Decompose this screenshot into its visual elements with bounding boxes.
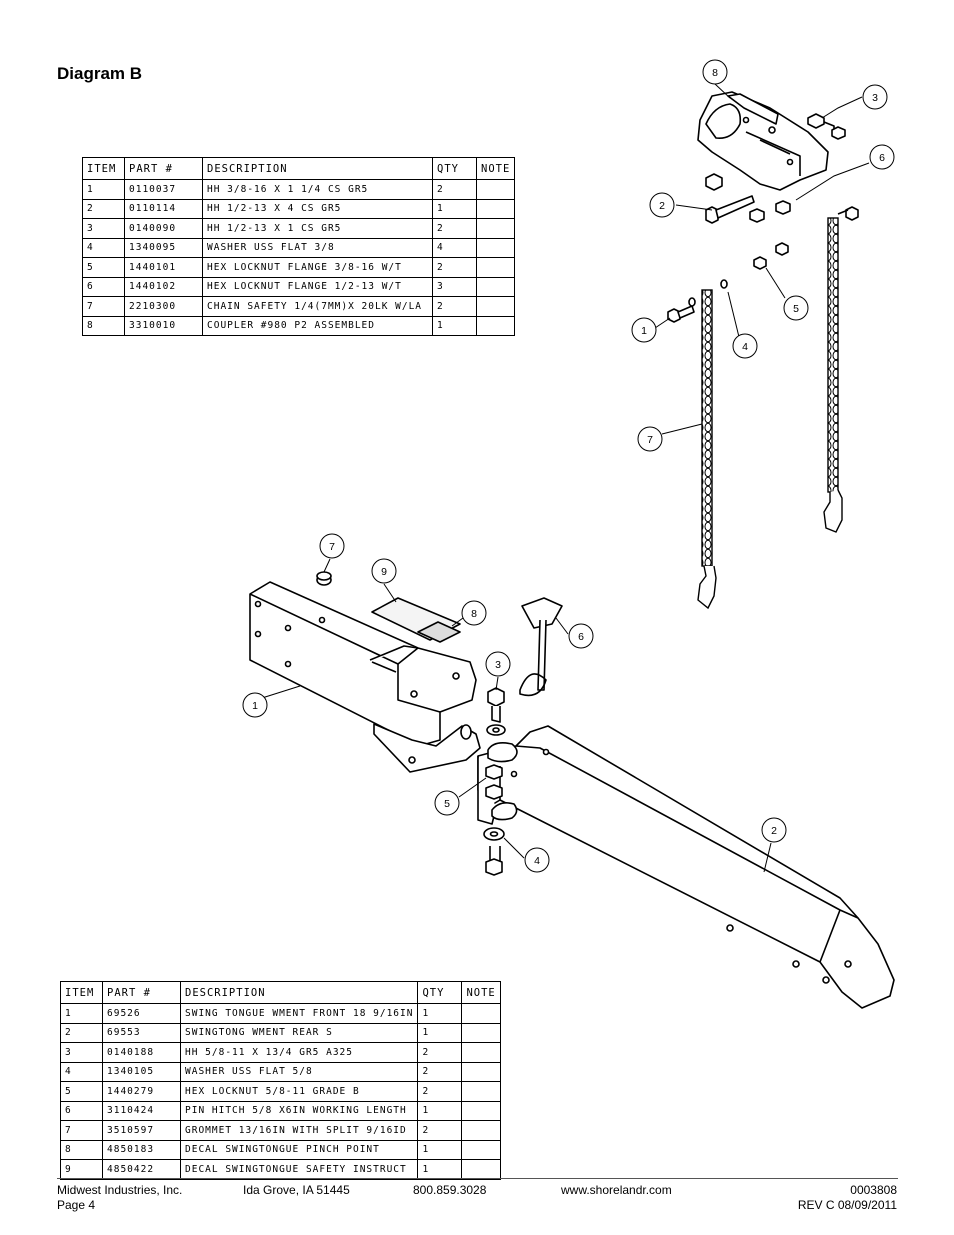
footer-revision: REV C 08/09/2011 [797, 1198, 897, 1212]
footer-company: Midwest Industries, Inc. [57, 1183, 183, 1197]
callout-3: 3 [485, 651, 511, 677]
footer-page: Page 4 [57, 1198, 96, 1212]
callout-label: 5 [793, 303, 799, 315]
header-qty: QTY [417, 981, 463, 1004]
callout-label: 8 [712, 67, 718, 79]
callout-label: 6 [879, 152, 885, 164]
footer-doc-number: 0003808 [850, 1183, 897, 1197]
callout-6: 6 [869, 144, 895, 170]
callout-7: 7 [637, 426, 663, 452]
table-header-row: ITEM PART # DESCRIPTION QTY NOTE [82, 157, 516, 180]
callout-label: 7 [329, 541, 335, 553]
callout-2: 2 [649, 192, 675, 218]
callout-4: 4 [732, 333, 758, 359]
callout-8: 8 [461, 600, 487, 626]
callout-label: 8 [471, 608, 477, 620]
cell-qty: 1 [432, 315, 477, 336]
callout-label: 2 [771, 825, 777, 837]
lower-callouts: 7 9 8 6 3 1 5 4 2 [242, 533, 787, 873]
header-qty: QTY [432, 157, 477, 180]
footer-city: Ida Grove, IA 51445 [243, 1183, 350, 1197]
callout-7: 7 [319, 533, 345, 559]
callout-6: 6 [568, 623, 594, 649]
cell-description: COUPLER #980 P2 ASSEMBLED [202, 315, 433, 336]
callout-leaders [261, 83, 870, 873]
callout-label: 3 [872, 92, 878, 104]
coupler-assembly-drawing [667, 91, 859, 323]
swing-tongue-drawing [249, 571, 895, 1009]
header-part: PART # [124, 157, 203, 180]
header-note: NOTE [475, 157, 516, 180]
callout-label: 5 [444, 798, 450, 810]
cell-item: 8 [82, 315, 125, 336]
callout-5: 5 [783, 295, 809, 321]
callout-9: 9 [371, 558, 397, 584]
callout-label: 3 [495, 659, 501, 671]
callout-label: 7 [647, 434, 653, 446]
callout-1: 1 [242, 692, 268, 718]
callout-label: 4 [742, 341, 748, 353]
footer-rule [57, 1178, 898, 1179]
callout-5: 5 [434, 790, 460, 816]
callout-2: 2 [761, 817, 787, 843]
table-header-row: ITEM PART # DESCRIPTION QTY NOTE [60, 981, 501, 1004]
callout-label: 4 [534, 855, 540, 867]
header-item: ITEM [60, 981, 103, 1004]
callout-4: 4 [524, 847, 550, 873]
callout-label: 6 [578, 631, 584, 643]
callout-label: 1 [641, 325, 647, 337]
header-description: DESCRIPTION [179, 981, 419, 1004]
header-description: DESCRIPTION [202, 157, 433, 180]
diagram-title: Diagram B [57, 64, 143, 83]
header-note: NOTE [461, 981, 501, 1004]
callout-3: 3 [862, 84, 888, 110]
footer-phone: 800.859.3028 [413, 1183, 487, 1197]
callout-label: 1 [252, 700, 258, 712]
footer-website[interactable]: www.shorelandr.com [561, 1183, 672, 1197]
upper-callouts: 8 3 6 2 5 1 4 7 [631, 59, 895, 452]
callout-label: 2 [659, 200, 665, 212]
callout-8: 8 [702, 59, 728, 85]
safety-chains-drawing [697, 217, 843, 610]
callout-1: 1 [631, 317, 657, 343]
cell-note [475, 315, 516, 336]
callout-label: 9 [381, 566, 387, 578]
